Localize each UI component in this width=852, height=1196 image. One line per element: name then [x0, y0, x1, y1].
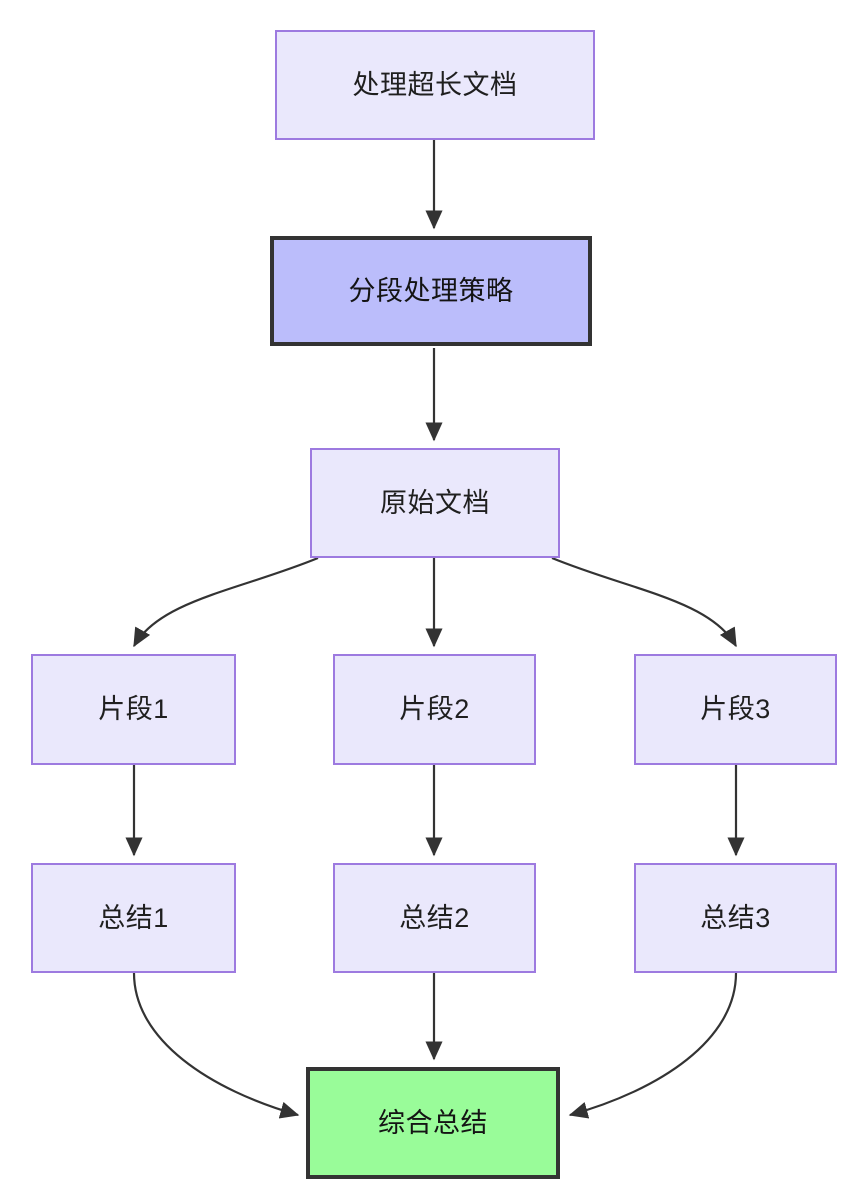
- node-combined-summary[interactable]: 综合总结: [306, 1067, 560, 1179]
- node-label: 片段3: [700, 694, 771, 725]
- node-label: 处理超长文档: [352, 69, 518, 100]
- node-label: 片段2: [399, 694, 470, 725]
- node-summary-2[interactable]: 总结2: [333, 863, 536, 973]
- node-chunk-2[interactable]: 片段2: [333, 654, 536, 765]
- node-label: 原始文档: [380, 487, 490, 518]
- node-source-document[interactable]: 原始文档: [310, 448, 560, 558]
- node-label: 总结1: [98, 902, 169, 933]
- edge-source-to-chunk1: [133, 556, 319, 648]
- node-chunking-strategy[interactable]: 分段处理策略: [270, 236, 592, 346]
- node-summary-1[interactable]: 总结1: [31, 863, 236, 973]
- node-label: 总结2: [399, 902, 470, 933]
- node-label: 综合总结: [378, 1107, 488, 1138]
- node-label: 分段处理策略: [348, 275, 514, 306]
- node-chunk-3[interactable]: 片段3: [634, 654, 837, 765]
- edge-source-to-chunk3: [551, 556, 737, 648]
- node-label: 片段1: [98, 694, 169, 725]
- node-process-long-document[interactable]: 处理超长文档: [275, 30, 595, 140]
- node-summary-3[interactable]: 总结3: [634, 863, 837, 973]
- node-chunk-1[interactable]: 片段1: [31, 654, 236, 765]
- edge-summary1-to-final: [132, 972, 300, 1119]
- node-label: 总结3: [700, 902, 771, 933]
- edge-summary3-to-final: [568, 972, 738, 1119]
